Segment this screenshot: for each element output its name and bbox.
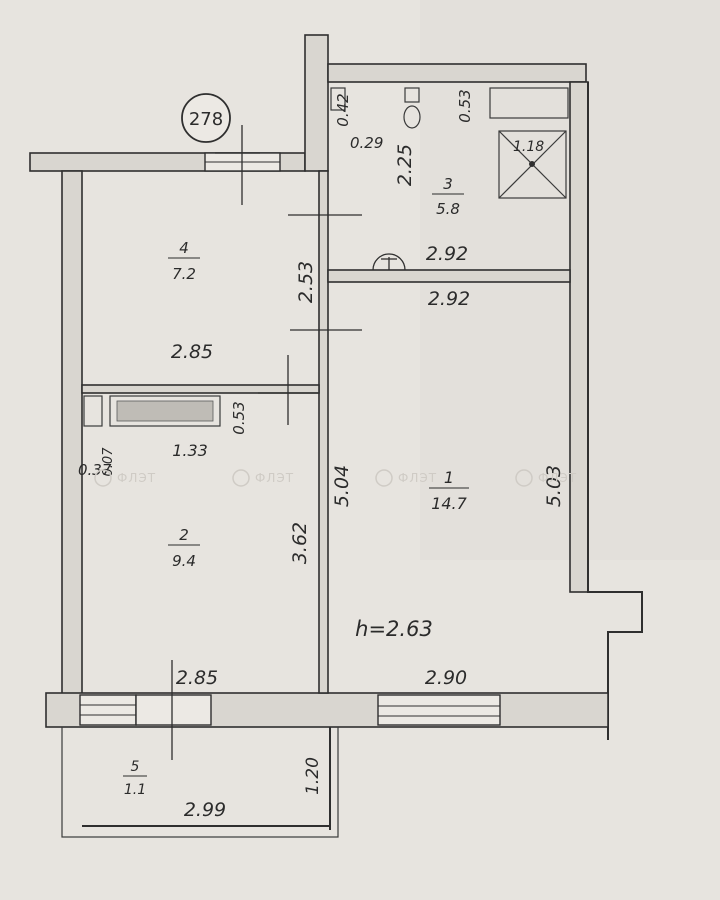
room-1-area: 14.7 — [431, 494, 467, 513]
interior-walls — [81, 170, 571, 694]
windows — [79, 152, 501, 726]
dim-1-18: 1.18 — [513, 139, 544, 155]
dim-0-29: 0.29 — [350, 134, 383, 152]
wall-right — [569, 81, 589, 593]
window-bottom-left — [79, 694, 137, 726]
dimensions-horizontal: 0.29 1.18 2.92 2.92 2.85 1.33 0.37 h=2.6… — [78, 134, 544, 821]
watermarks: ФЛЭТ ФЛЭТ ФЛЭТ ФЛЭТ — [94, 469, 577, 487]
room-2-number: 2 — [179, 526, 189, 544]
sink-small — [330, 87, 346, 111]
room-4-area: 7.2 — [172, 265, 196, 283]
room-3-number: 3 — [443, 175, 453, 193]
wall-bath-partition — [327, 269, 571, 283]
dimensions-vertical: 0.42 0.53 2.25 2.53 0.53 0.07 5.04 5.03 … — [101, 89, 565, 795]
room-4-number: 4 — [179, 239, 189, 257]
dim-2-25: 2.25 — [394, 144, 416, 186]
room-3-area: 5.8 — [436, 200, 460, 218]
watermark-far-right: ФЛЭТ — [538, 471, 577, 485]
wall-partition-vertical — [318, 170, 329, 694]
ceiling-height: h=2.63 — [355, 617, 433, 641]
dim-0-53-kitchen: 0.53 — [230, 401, 248, 434]
dim-0-42: 0.42 — [334, 93, 352, 126]
room-labels: 3 5.8 4 7.2 1 14.7 2 9.4 5 1.1 — [123, 175, 469, 798]
dim-2-92-top: 2.92 — [426, 243, 468, 265]
dim-2-92-bottom: 2.92 — [428, 288, 470, 310]
unit-label: 278 — [189, 109, 223, 130]
dim-2-99: 2.99 — [184, 799, 226, 821]
dim-2-85-bottom: 2.85 — [176, 667, 218, 689]
dim-0-37: 0.37 — [78, 461, 112, 479]
door-marks — [171, 125, 362, 760]
wall-room4-room2 — [81, 384, 320, 394]
dim-5-04: 5.04 — [331, 465, 353, 507]
window-bottom-right — [377, 694, 501, 726]
unit-label-group: 278 — [181, 93, 231, 143]
watermark-center: ФЛЭТ — [255, 471, 294, 485]
dim-2-53: 2.53 — [295, 261, 317, 303]
toilet-icon — [403, 87, 421, 129]
shower-tray-icon — [498, 130, 567, 199]
room-1-number: 1 — [444, 468, 454, 487]
balcony-outline — [61, 726, 339, 838]
dim-5-03: 5.03 — [543, 465, 565, 507]
wall-top-bath — [327, 63, 587, 83]
dim-1-33: 1.33 — [172, 441, 208, 460]
room-2-area: 9.4 — [172, 552, 196, 570]
dim-1-20: 1.20 — [303, 757, 323, 795]
kitchen-sink-stove — [116, 400, 214, 422]
kitchen-counter — [109, 395, 221, 427]
bathroom-fixtures — [330, 87, 569, 271]
dim-2-90: 2.90 — [425, 667, 467, 689]
threshold-icon — [372, 253, 406, 271]
room-5-area: 1.1 — [124, 782, 146, 798]
dim-0-07: 0.07 — [101, 447, 116, 477]
dim-2-85-top: 2.85 — [171, 341, 213, 363]
dim-0-53-bath: 0.53 — [456, 89, 474, 122]
kitchen-fixtures — [83, 395, 221, 427]
watermark-left: ФЛЭТ — [117, 471, 156, 485]
unit-label-circle — [181, 93, 231, 143]
wall-right-step — [587, 82, 643, 740]
washer-unit — [489, 87, 569, 119]
balcony-door — [135, 694, 212, 726]
dim-3-62: 3.62 — [289, 522, 311, 564]
watermark-right: ФЛЭТ — [398, 471, 437, 485]
kitchen-cabinet — [83, 395, 103, 427]
wall-left — [61, 170, 83, 702]
room-5-number: 5 — [131, 759, 140, 775]
wall-riser — [304, 34, 329, 172]
